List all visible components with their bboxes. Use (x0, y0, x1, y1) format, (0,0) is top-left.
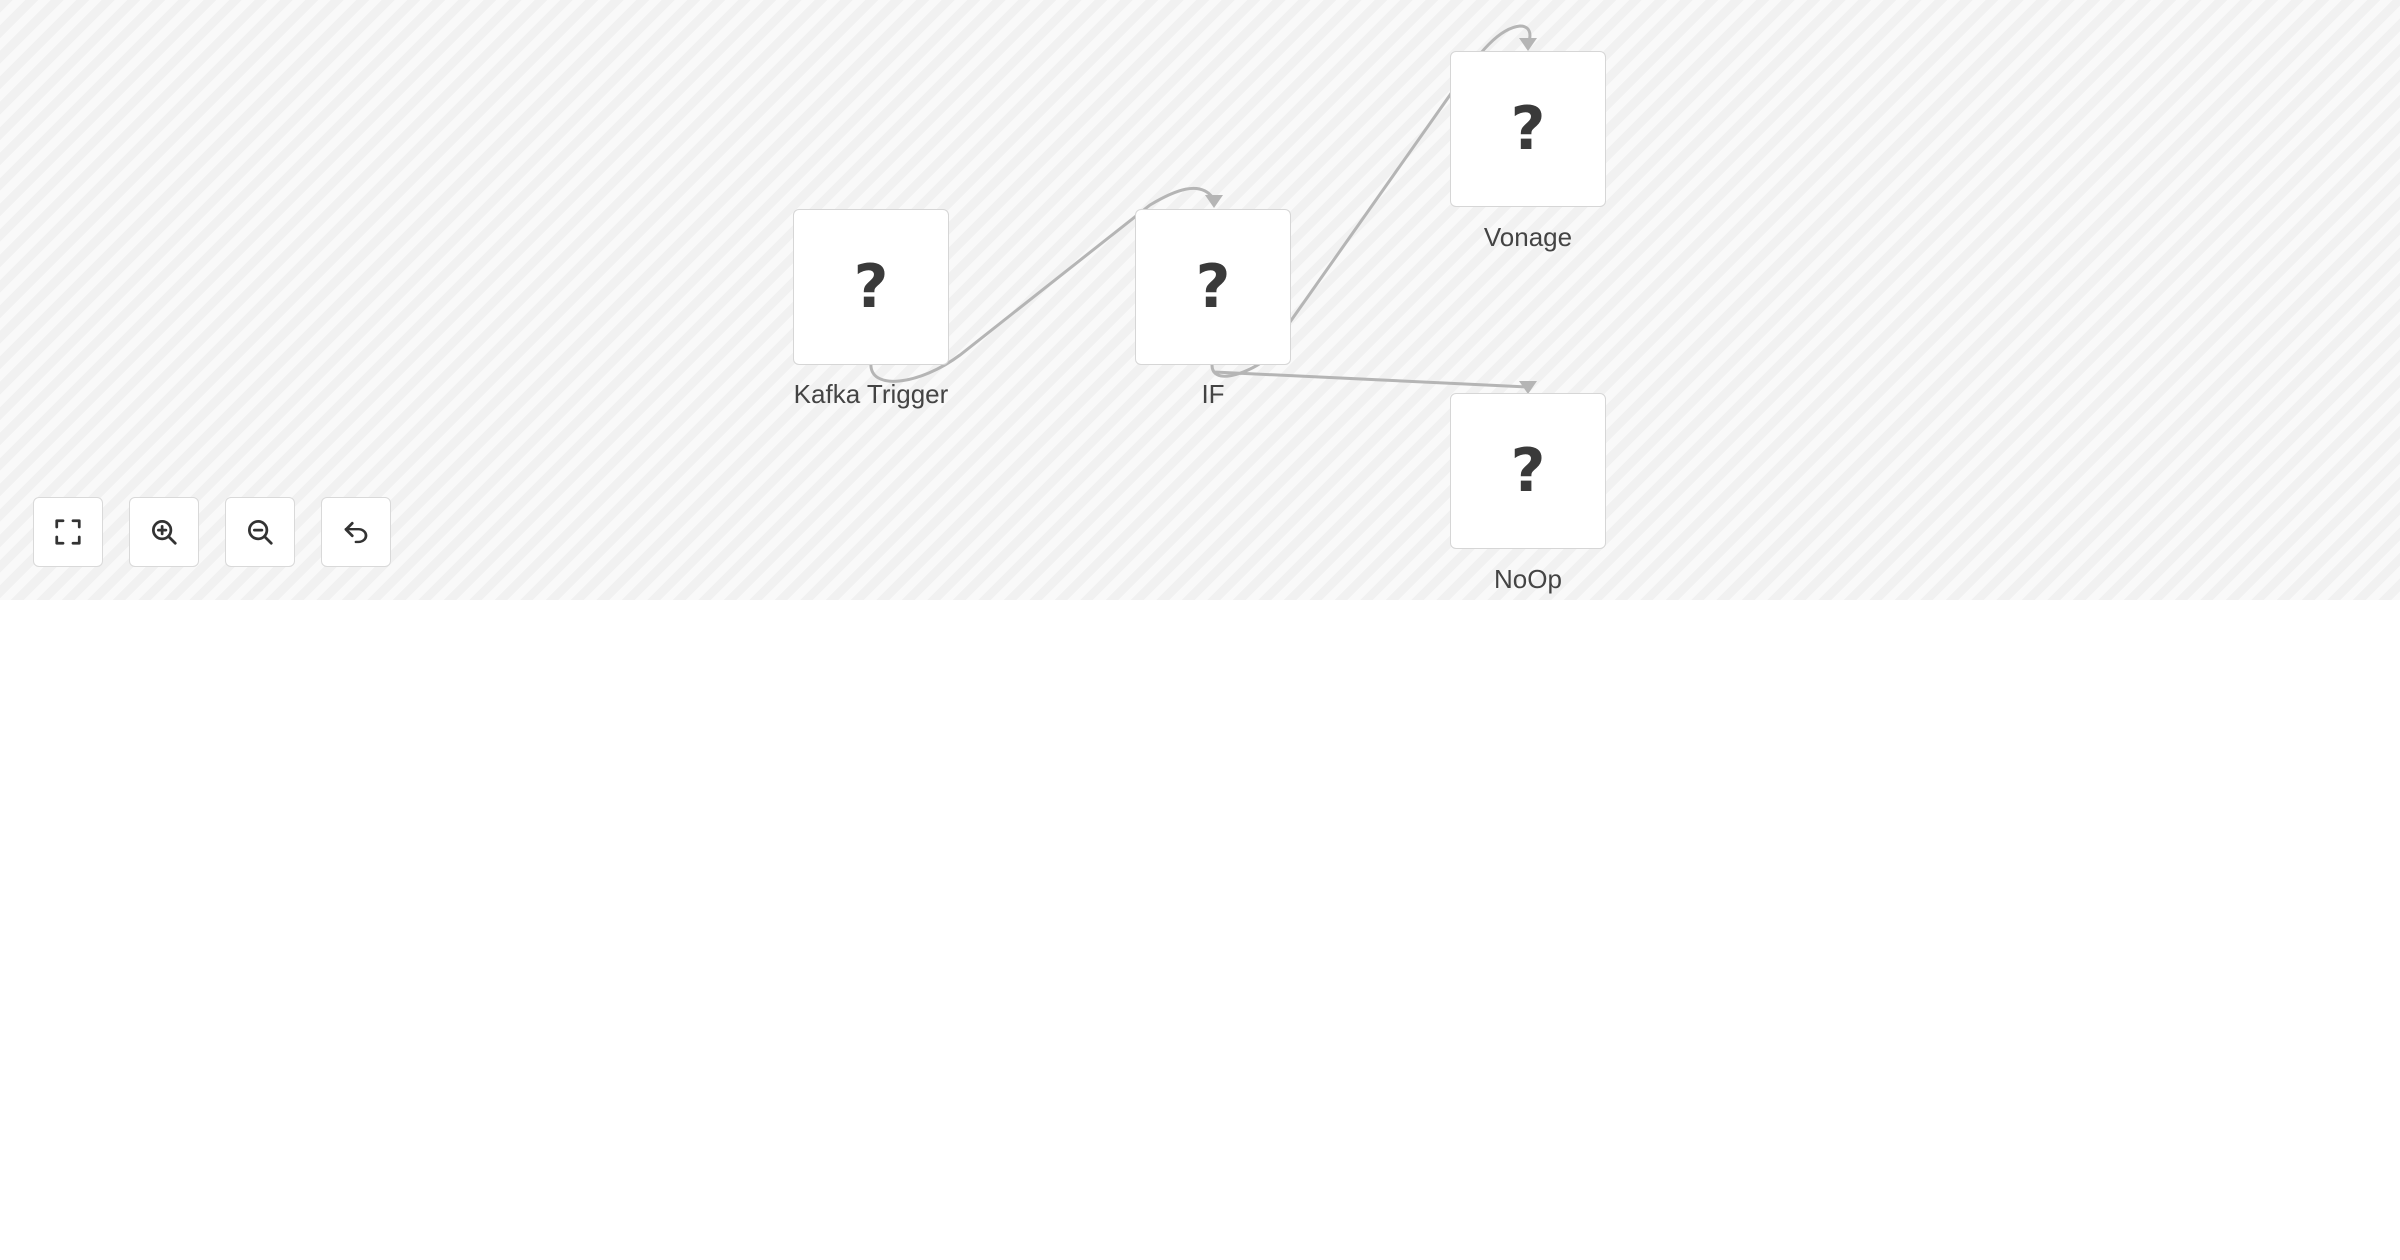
connection-arrow-if (1205, 195, 1223, 208)
zoom-to-fit-button[interactable] (33, 497, 103, 567)
connection-arrow-noop (1519, 381, 1537, 394)
connection-kafka-if[interactable] (869, 186, 1215, 383)
unknown-node-icon: ? (1510, 436, 1546, 506)
node-label-kafka-trigger: Kafka Trigger (793, 379, 949, 409)
zoom-in-button[interactable] (129, 497, 199, 567)
zoom-out-button[interactable] (225, 497, 295, 567)
node-noop[interactable]: ? (1450, 393, 1606, 549)
node-vonage[interactable]: ? (1450, 51, 1606, 207)
node-kafka-trigger[interactable]: ? (793, 209, 949, 365)
zoom-in-icon (152, 520, 177, 545)
workflow-canvas[interactable]: ? Kafka Trigger ? IF ? Vonage ? NoOp (0, 0, 2400, 600)
connection-arrow-vonage (1519, 38, 1537, 51)
unknown-node-icon: ? (853, 252, 889, 322)
zoom-out-icon (248, 520, 273, 545)
undo-icon (344, 521, 368, 544)
node-if[interactable]: ? (1135, 209, 1291, 365)
unknown-node-icon: ? (1195, 252, 1231, 322)
fullscreen-icon (55, 519, 81, 545)
node-label-noop: NoOp (1494, 564, 1562, 594)
unknown-node-icon: ? (1510, 94, 1546, 164)
reset-zoom-button[interactable] (321, 497, 391, 567)
node-label-vonage: Vonage (1483, 222, 1573, 252)
node-label-if: IF (1201, 379, 1225, 409)
